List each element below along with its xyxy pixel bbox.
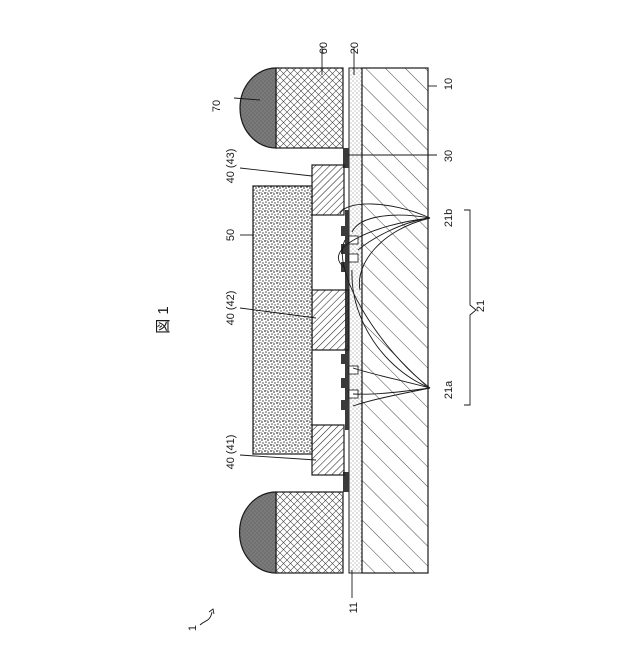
label-40-42: 40 (42): [225, 291, 237, 326]
bump-lower: [240, 492, 276, 573]
label-70: 70: [211, 100, 223, 112]
label-40-43: 40 (43): [225, 149, 237, 184]
label-10: 10: [443, 78, 455, 90]
label-30: 30: [443, 150, 455, 162]
pad-42: [312, 290, 349, 350]
insulating-film: [349, 68, 362, 573]
label-60: 60: [318, 42, 330, 54]
label-50: 50: [225, 229, 237, 241]
chip: [253, 186, 312, 454]
bump-upper: [240, 68, 276, 148]
label-21b: 21b: [443, 209, 455, 227]
resin-lower: [276, 492, 343, 573]
pad-43: [312, 165, 344, 215]
pad-41: [312, 425, 344, 475]
figure-title: 図 1: [155, 306, 172, 334]
substrate: [362, 68, 428, 573]
label-21a: 21a: [443, 380, 455, 399]
label-40-41: 40 (41): [225, 435, 237, 470]
label-21: 21: [475, 300, 487, 312]
label-20: 20: [349, 42, 361, 54]
label-device-1: 1: [187, 625, 199, 631]
resin-upper: [276, 68, 343, 148]
label-11: 11: [348, 602, 360, 613]
